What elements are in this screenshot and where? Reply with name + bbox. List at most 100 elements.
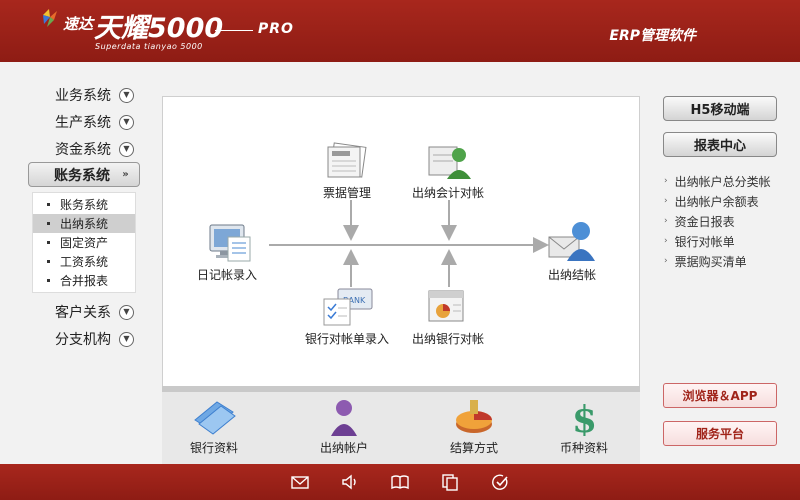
report-item[interactable]: › 银行对帐单: [664, 231, 794, 251]
cashier-flow-panel: 日记帐录入 票据管理 出纳会计对帐 出纳结帐: [162, 96, 640, 388]
flow-bank-statement-entry[interactable]: BANK 银行对帐单录入: [305, 285, 389, 347]
nav-label: 分支机构: [55, 332, 111, 348]
flow-journal-entry[interactable]: 日记帐录入: [197, 223, 257, 283]
nav-item-business[interactable]: 业务系统 ▼: [28, 83, 140, 107]
browser-app-button[interactable]: 浏览器＆APP: [663, 383, 777, 408]
book-icon[interactable]: [391, 473, 409, 491]
chevron-down-icon: ▼: [119, 87, 134, 103]
speaker-icon[interactable]: [341, 473, 359, 491]
flow-cashier-accounting-check[interactable]: 出纳会计对帐: [412, 141, 484, 201]
pie-chart-icon: [456, 400, 492, 433]
chevron-right-icon: ›: [664, 256, 668, 266]
chevron-down-icon: ▼: [119, 331, 134, 347]
product-name: 天耀5000: [94, 13, 224, 44]
svg-text:$: $: [572, 399, 597, 436]
panel-divider: [162, 386, 640, 392]
subnav-item-consolidated[interactable]: 合并报表: [33, 271, 135, 290]
nav-item-branches[interactable]: 分支机构 ▼: [28, 327, 140, 351]
subnav-item-ledger[interactable]: 账务系统: [33, 195, 135, 214]
bullet-icon: [47, 260, 50, 263]
logo-divider: [215, 30, 253, 31]
report-label: 出纳帐户余额表: [674, 194, 759, 209]
ledger-chart-icon: [428, 290, 464, 322]
chevron-right-icon: ›: [664, 196, 668, 206]
nav-item-accounting[interactable]: 账务系统 »: [28, 162, 140, 187]
flow-caption: 银行对帐单录入: [305, 332, 390, 346]
report-label: 票据购买清单: [674, 254, 747, 269]
bottom-caption: 结算方式: [450, 441, 499, 455]
nav-item-crm[interactable]: 客户关系 ▼: [28, 300, 140, 324]
subnav-item-payroll[interactable]: 工资系统: [33, 252, 135, 271]
report-label: 银行对帐单: [674, 234, 735, 249]
copy-document-icon[interactable]: [441, 473, 459, 491]
app-footer: [0, 464, 800, 500]
subnav-item-fixed-assets[interactable]: 固定资产: [33, 233, 135, 252]
subnav-label: 账务系统: [60, 198, 109, 212]
nav-label: 账务系统: [54, 167, 110, 184]
chevron-down-icon: ▼: [119, 304, 134, 320]
subnav-item-cashier[interactable]: 出纳系统: [33, 214, 135, 233]
report-list: › 出纳帐户总分类帐 › 出纳帐户余额表 › 资金日报表 › 银行对帐单 › 票据购买清单: [664, 171, 794, 271]
bill-document-icon: [327, 142, 367, 178]
bullet-icon: [47, 222, 50, 225]
report-item[interactable]: › 资金日报表: [664, 211, 794, 231]
header-title: ERP管理软件: [609, 28, 696, 44]
service-platform-button[interactable]: 服务平台: [663, 421, 777, 446]
subnav-label: 固定资产: [60, 236, 109, 250]
blue-folder-icon: [194, 401, 236, 435]
basic-data-strip: 银行资料 出纳帐户 结算方式 $ 币种资料: [162, 392, 640, 464]
flow-bill-management[interactable]: 票据管理: [322, 141, 372, 201]
nav-label: 资金系统: [55, 142, 111, 158]
chevron-right-icon: ›: [664, 176, 668, 186]
bottom-bank-info[interactable]: 银行资料: [190, 398, 238, 456]
accounting-subnav: 账务系统 出纳系统 固定资产 工资系统 合并报表: [32, 192, 136, 293]
bottom-settlement-method[interactable]: 结算方式: [450, 398, 498, 456]
h5-mobile-button[interactable]: H5移动端: [663, 96, 777, 121]
bottom-caption: 银行资料: [190, 441, 239, 455]
double-chevron-down-icon: »: [122, 168, 129, 180]
flow-arrows: [269, 200, 549, 287]
subnav-label: 出纳系统: [60, 217, 109, 231]
brand-name-cn: 速达: [63, 15, 94, 33]
bottom-cashier-account[interactable]: 出纳帐户: [320, 398, 368, 456]
bottom-currency-info[interactable]: $ 币种资料: [560, 398, 608, 456]
nav-item-funds[interactable]: 资金系统 ▼: [28, 137, 140, 161]
report-item[interactable]: › 票据购买清单: [664, 251, 794, 271]
flow-caption: 票据管理: [322, 186, 371, 200]
nav-item-production[interactable]: 生产系统 ▼: [28, 110, 140, 134]
flow-caption: 日记帐录入: [197, 268, 258, 282]
nav-label: 客户关系: [55, 305, 111, 321]
chevron-down-icon: ▼: [119, 141, 134, 157]
product-subtitle: Superdata tianyao 5000: [95, 42, 203, 51]
report-item[interactable]: › 出纳帐户总分类帐: [664, 171, 794, 191]
bank-card-icon: BANK: [323, 288, 373, 326]
chevron-down-icon: ▼: [119, 114, 134, 130]
bullet-icon: [47, 241, 50, 244]
subnav-label: 工资系统: [60, 255, 109, 269]
bullet-icon: [47, 279, 50, 282]
edition-label: PRO: [258, 21, 294, 37]
chevron-right-icon: ›: [664, 236, 668, 246]
svg-text:BANK: BANK: [343, 296, 366, 305]
bottom-caption: 出纳帐户: [320, 441, 369, 455]
user-ledger-icon: [428, 146, 471, 179]
report-item[interactable]: › 出纳帐户余额表: [664, 191, 794, 211]
purple-user-icon: [331, 400, 357, 436]
chevron-right-icon: ›: [664, 216, 668, 226]
flow-cashier-bank-check[interactable]: 出纳银行对帐: [412, 285, 484, 347]
flow-caption: 出纳会计对帐: [412, 186, 485, 200]
monitor-icon: [209, 224, 251, 262]
brand-logo-icon: [43, 9, 57, 27]
nav-label: 生产系统: [55, 115, 111, 131]
bottom-caption: 币种资料: [560, 441, 609, 455]
report-center-button[interactable]: 报表中心: [663, 132, 777, 157]
dollar-sign-icon: $: [572, 399, 597, 436]
subnav-label: 合并报表: [60, 274, 109, 288]
report-label: 出纳帐户总分类帐: [674, 174, 771, 189]
bullet-icon: [47, 203, 50, 206]
mail-icon[interactable]: [291, 473, 309, 491]
flow-cashier-closing[interactable]: 出纳结帐: [547, 219, 597, 283]
flow-caption: 出纳结帐: [547, 268, 596, 282]
check-circle-icon[interactable]: [491, 473, 509, 491]
report-label: 资金日报表: [674, 214, 735, 229]
